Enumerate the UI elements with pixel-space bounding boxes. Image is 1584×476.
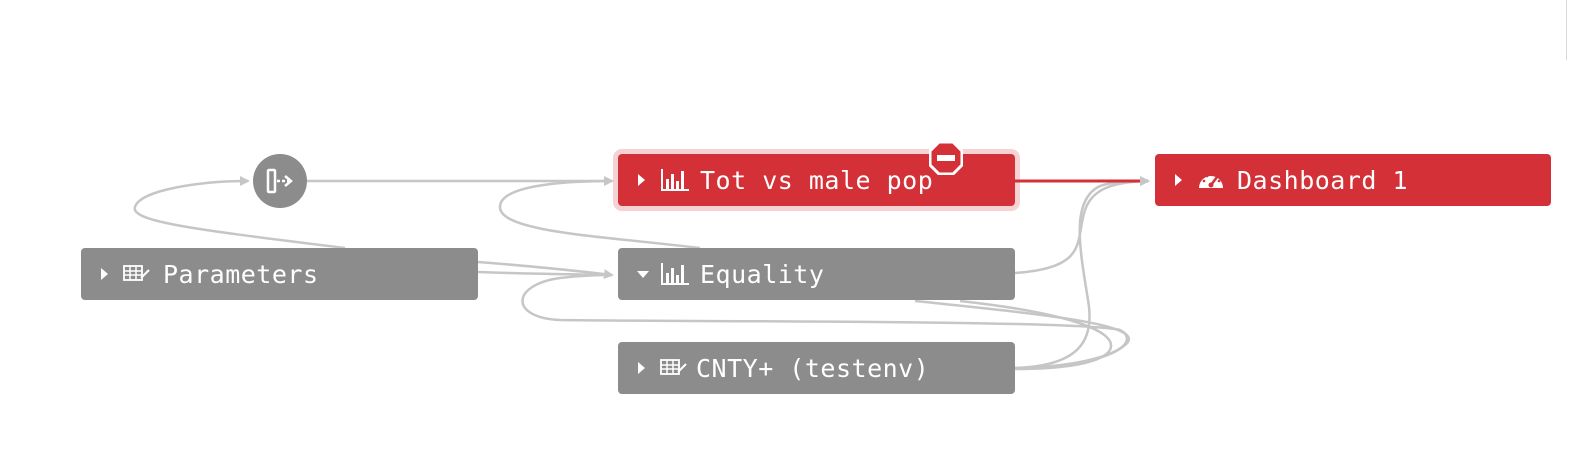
node-equality[interactable]: Equality [618,248,1015,300]
caret-down-icon [637,271,649,278]
caret-right-icon [638,174,645,186]
caret-right-icon [638,362,645,374]
edge-parameters-to-equality-1 [477,260,614,280]
node-label: Parameters [163,259,319,289]
no-entry-icon [929,141,963,175]
node-parameters[interactable]: Parameters [81,248,478,300]
table-icon [660,353,696,383]
node-label: Dashboard 1 [1237,165,1409,195]
table-icon [123,259,163,289]
bar-chart-icon [660,165,700,195]
edge-equality-loop-b [959,299,1113,371]
expand-toggle[interactable] [636,173,660,187]
edge-cnty-to-dashboard [1014,179,1149,370]
edge-equality-to-tot [498,179,701,250]
expand-toggle[interactable] [1173,173,1197,187]
expand-toggle[interactable] [636,269,660,279]
parameter-action-node[interactable] [253,154,307,208]
edge-equality-loop-a [914,299,1131,370]
node-dashboard-1[interactable]: Dashboard 1 [1155,154,1551,206]
edge-parameters-to-action [133,176,346,250]
caret-right-icon [1175,174,1182,186]
edge-cnty-to-equality [521,273,1129,370]
node-label: CNTY+ (testenv) [696,353,930,383]
node-cnty-testenv[interactable]: CNTY+ (testenv) [618,342,1015,394]
parameter-action-icon [266,168,293,194]
scroll-divider [1566,0,1567,60]
gauge-icon [1197,165,1237,195]
caret-right-icon [101,268,108,280]
bar-chart-icon [660,259,700,289]
expand-toggle[interactable] [636,361,660,375]
node-label: Tot vs male pop [700,165,934,195]
edge-equality-to-dashboard [1014,176,1150,275]
expand-toggle[interactable] [99,267,123,281]
node-label: Equality [700,259,825,289]
